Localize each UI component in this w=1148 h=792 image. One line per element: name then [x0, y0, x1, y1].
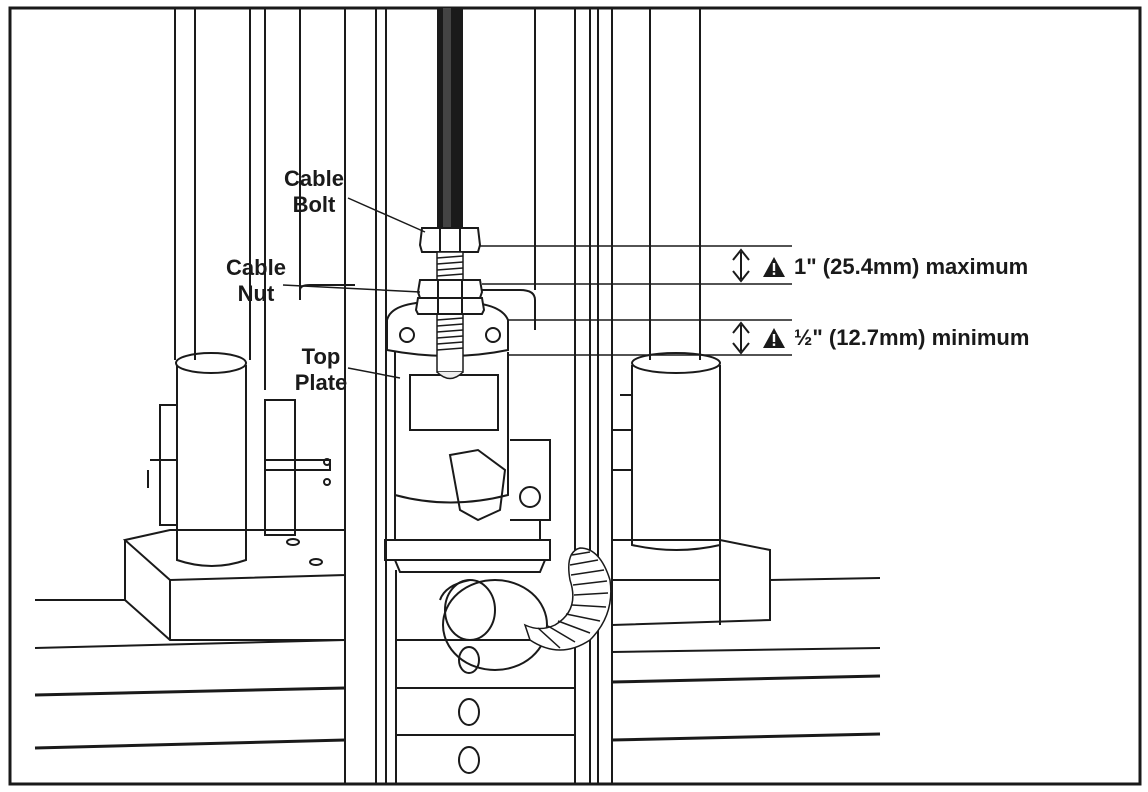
callout-top-plate: Top Plate: [286, 344, 356, 396]
callout-cable-nut: Cable Nut: [214, 255, 298, 307]
spec-minimum: ½" (12.7mm) minimum: [762, 325, 1029, 351]
threaded-rod: [436, 251, 464, 380]
callout-cable-nut-line2: Nut: [237, 281, 275, 306]
spec-maximum-text: 1" (25.4mm) maximum: [794, 254, 1029, 279]
callout-cable-bolt-line2: Bolt: [292, 192, 336, 217]
warning-triangle-icon: [763, 257, 785, 277]
callout-cable-bolt: Cable Bolt: [272, 166, 356, 218]
callout-top-plate-line2: Plate: [294, 370, 348, 395]
cable-nut: [414, 279, 486, 315]
cable-bolt-nut: [418, 227, 482, 253]
leader-cable-bolt: [347, 197, 426, 233]
callout-cable-bolt-line1: Cable: [284, 166, 344, 191]
leader-cable-nut: [282, 284, 421, 293]
double-arrow-icon: [732, 321, 750, 355]
leader-top-plate: [347, 367, 401, 379]
callout-top-plate-line1: Top: [301, 344, 341, 369]
flex-hose: [523, 547, 612, 651]
double-arrow-icon: [732, 248, 750, 283]
warning-triangle-icon: [763, 328, 785, 348]
spec-minimum-text: ½" (12.7mm) minimum: [794, 325, 1030, 350]
spec-maximum: 1" (25.4mm) maximum: [762, 254, 1028, 280]
callout-cable-nut-line1: Cable: [226, 255, 286, 280]
